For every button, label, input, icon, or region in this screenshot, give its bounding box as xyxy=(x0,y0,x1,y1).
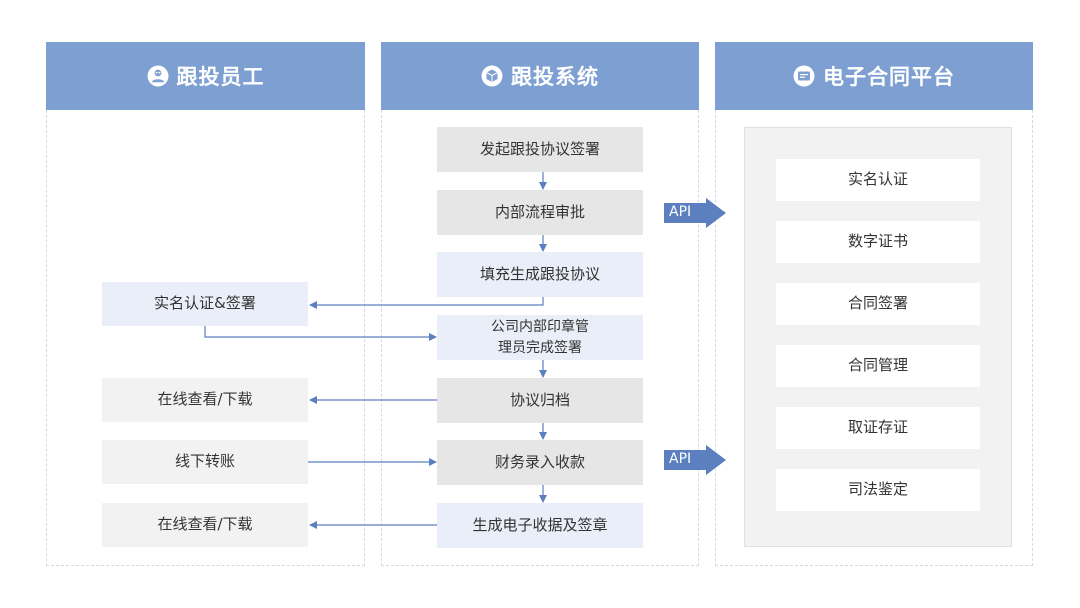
system-step-approval: 内部流程审批 xyxy=(437,190,643,235)
seal-admin-line-1: 公司内部印章管 xyxy=(491,319,589,336)
system-step-finance: 财务录入收款 xyxy=(437,440,643,485)
arrow-employee-to-seal-admin xyxy=(204,326,437,341)
contract-badge-icon xyxy=(793,65,815,87)
cube-icon xyxy=(481,65,503,87)
system-header-title: 跟投系统 xyxy=(511,65,599,89)
system-step-initiate: 发起跟投协议签署 xyxy=(437,127,643,172)
system-step-receipt: 生成电子收据及签章 xyxy=(437,503,643,548)
employee-header: 跟投员工 xyxy=(46,42,365,110)
platform-item-contract-manage: 合同管理 xyxy=(776,345,980,387)
api-arrow-2 xyxy=(664,445,726,475)
platform-header-title: 电子合同平台 xyxy=(823,65,955,89)
employee-header-title: 跟投员工 xyxy=(176,65,265,89)
system-step-archive: 协议归档 xyxy=(437,378,643,423)
system-step-generate: 填充生成跟投协议 xyxy=(437,252,643,297)
platform-item-contract-sign: 合同签署 xyxy=(776,283,980,325)
api-label-1: API xyxy=(669,204,692,220)
employee-step-verify-sign: 实名认证&签署 xyxy=(102,282,308,326)
arrow-generate-to-employee xyxy=(309,297,544,309)
platform-item-real-name: 实名认证 xyxy=(776,159,980,201)
user-face-icon xyxy=(147,65,168,87)
platform-item-evidence: 取证存证 xyxy=(776,407,980,449)
system-header: 跟投系统 xyxy=(381,42,699,110)
employee-column xyxy=(46,110,365,566)
api-arrow-1 xyxy=(664,198,726,228)
employee-step-view-download-1: 在线查看/下载 xyxy=(102,378,308,422)
platform-header: 电子合同平台 xyxy=(715,42,1033,110)
platform-column xyxy=(715,110,1033,566)
employee-step-offline-transfer: 线下转账 xyxy=(102,440,308,484)
seal-admin-line-2: 理员完成签署 xyxy=(498,339,582,356)
platform-item-digital-cert: 数字证书 xyxy=(776,221,980,263)
system-column xyxy=(381,110,699,566)
system-step-seal-admin: 公司内部印章管 理员完成签署 xyxy=(437,315,643,360)
platform-item-judicial: 司法鉴定 xyxy=(776,469,980,511)
employee-step-view-download-2: 在线查看/下载 xyxy=(102,503,308,547)
api-label-2: API xyxy=(669,451,692,467)
